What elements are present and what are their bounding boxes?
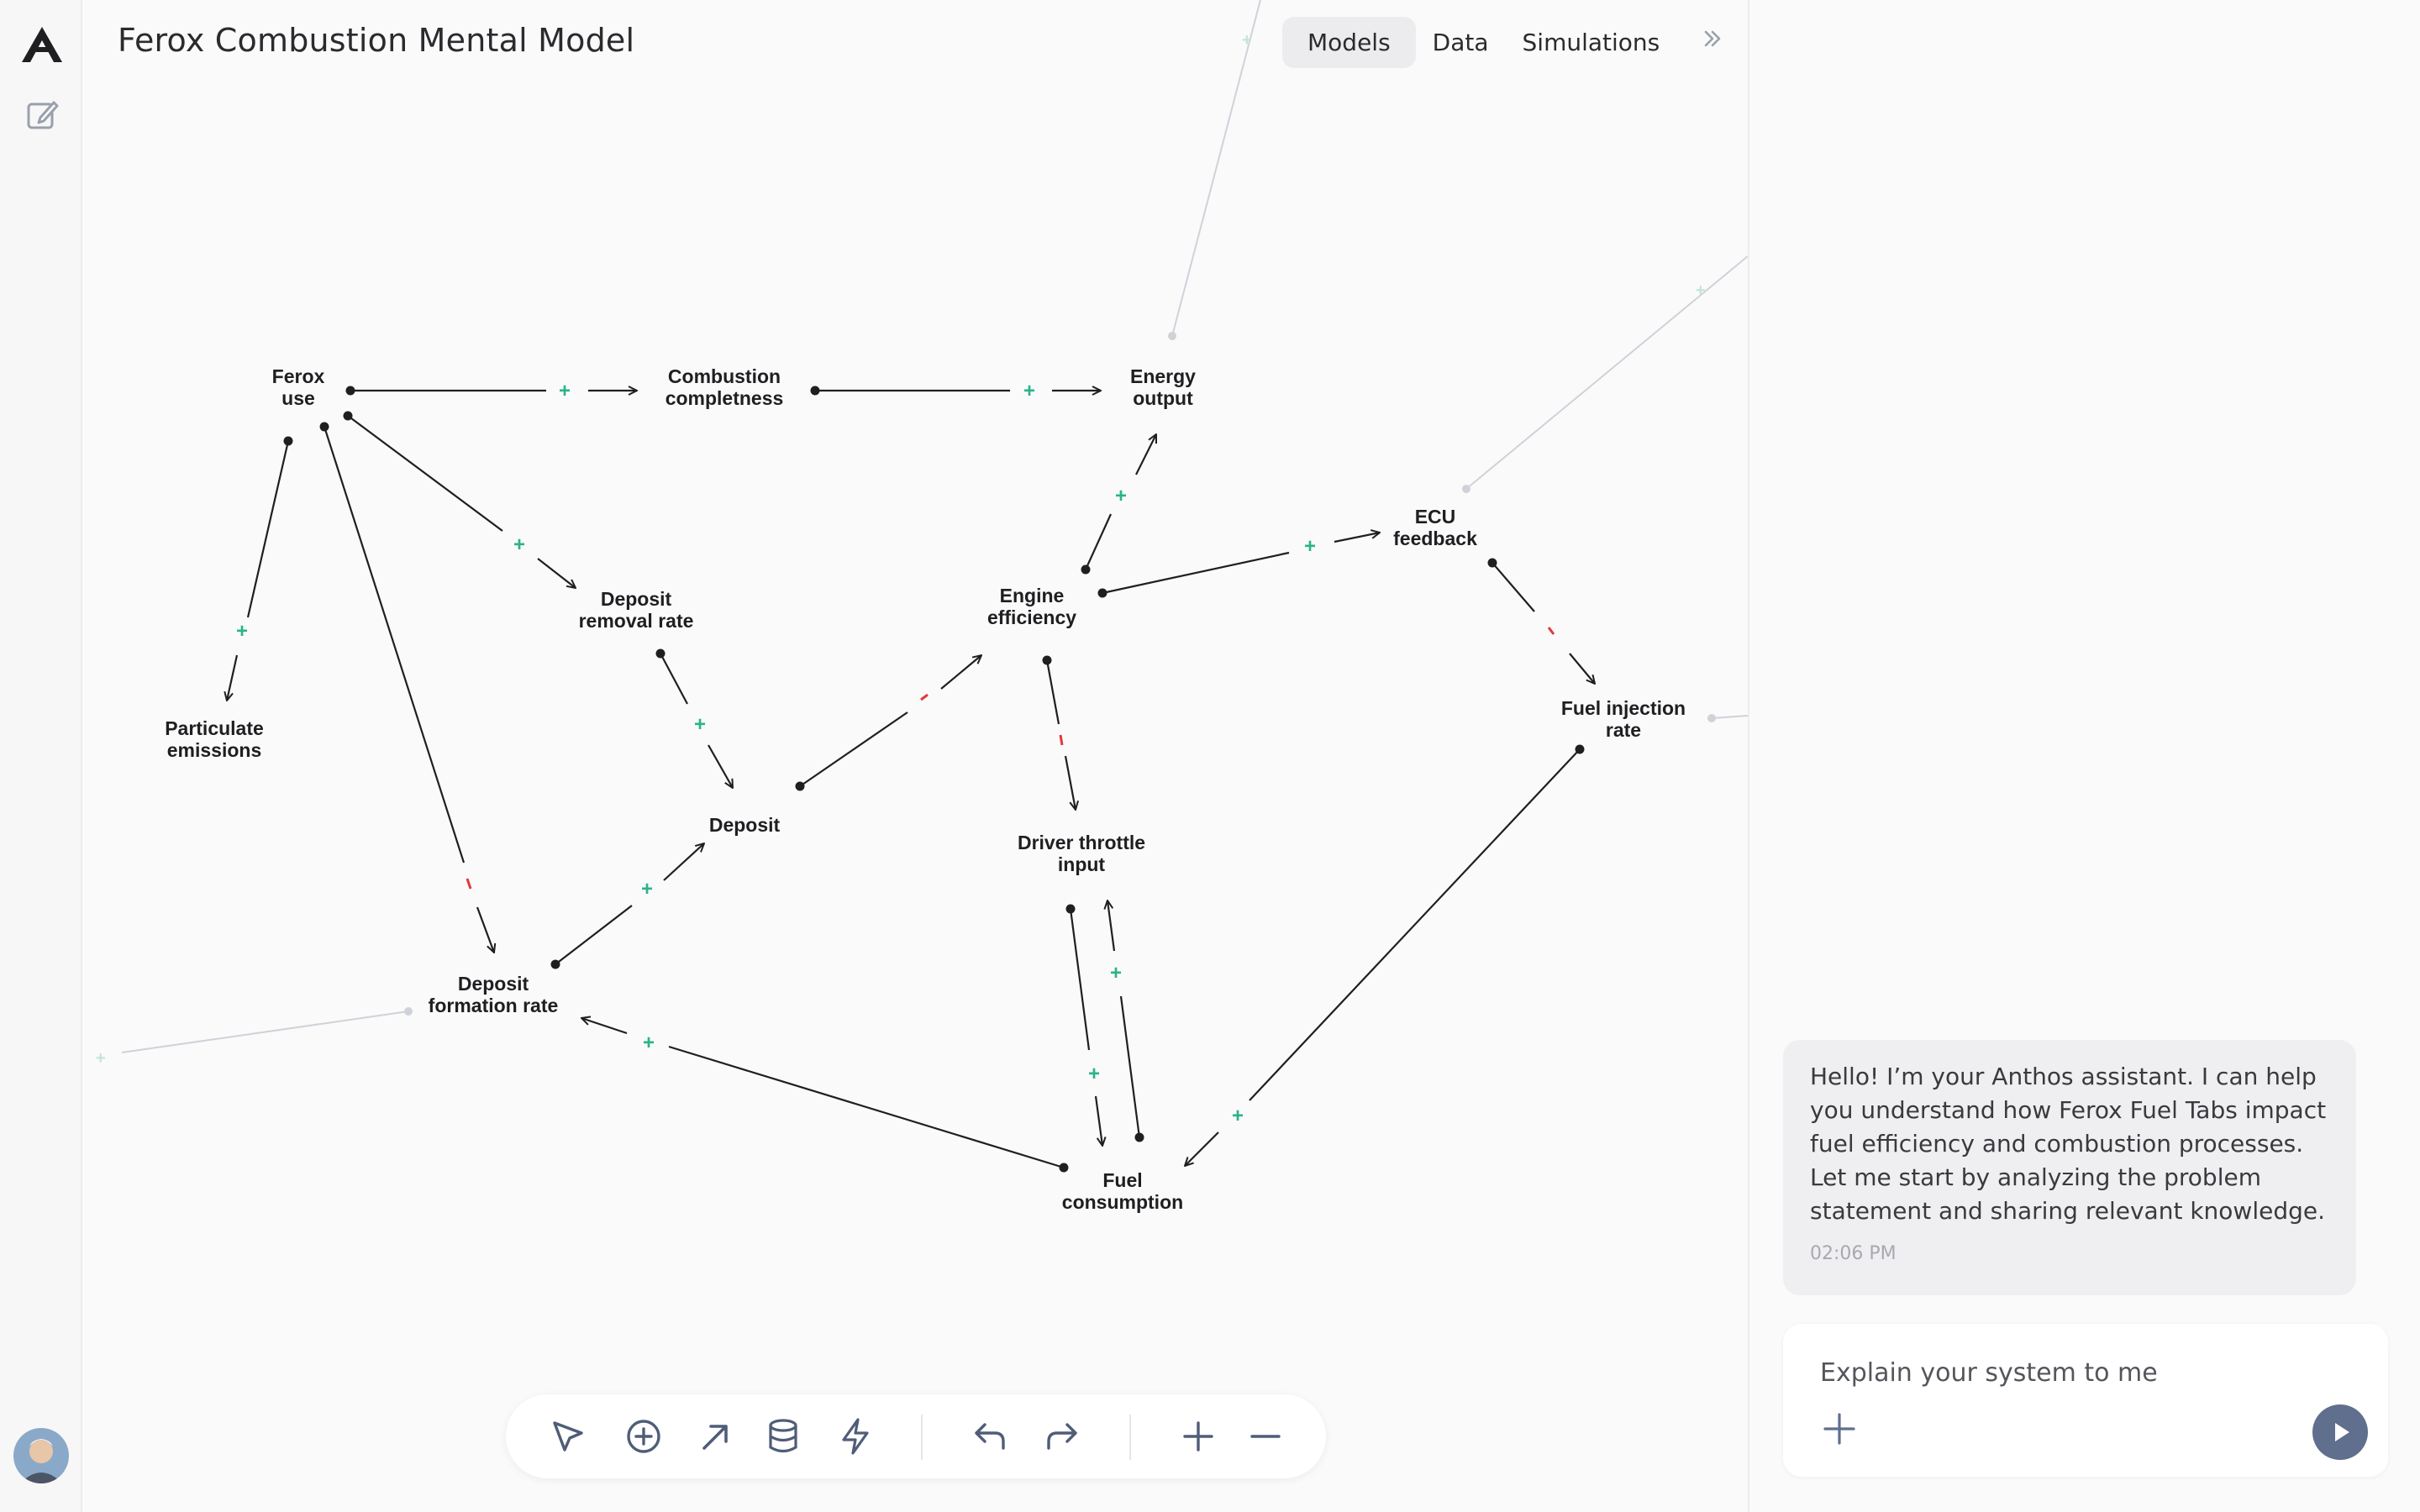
svg-text:+: + [1696,281,1706,300]
node-label-line: completness [666,387,784,409]
node-label-line: formation rate [429,995,559,1016]
chat-composer [1783,1324,2388,1477]
node-label-line: Engine [1000,585,1065,606]
node-label-line: removal rate [579,610,694,632]
redo-icon[interactable] [1042,1416,1082,1457]
svg-text:+: + [96,1049,106,1068]
select-icon[interactable] [548,1416,588,1457]
add-link-icon[interactable] [696,1416,736,1457]
link-endpoints [283,386,1585,1173]
chat-input[interactable] [1820,1354,2291,1391]
zoom-in-icon[interactable] [1178,1416,1218,1457]
faded-links [121,0,1748,1053]
zoom-out-icon[interactable] [1245,1416,1286,1457]
svg-text:+: + [236,620,248,643]
svg-text:+: + [1088,1063,1100,1085]
left-rail [0,0,82,1512]
node-label-line: Energy [1130,365,1196,387]
node-label-line: Fuel injection [1561,697,1686,719]
assistant-message-text: Hello! I’m your Anthos assistant. I can … [1810,1063,2327,1225]
node-label-line: Driver throttle [1018,832,1145,853]
faded-polarity-marks: + + + [96,31,1706,1068]
toolbar-divider [1129,1415,1131,1460]
toolbar-divider [921,1415,923,1460]
svg-text:+: + [1115,485,1127,507]
send-icon [2335,1423,2349,1441]
node-label-line: Deposit [601,588,672,610]
undo-icon[interactable] [970,1416,1010,1457]
assistant-message: Hello! I’m your Anthos assistant. I can … [1783,1040,2356,1295]
node-deposit[interactable]: Deposit [709,814,781,836]
svg-text:+: + [1110,962,1122,984]
svg-text:+: + [1232,1105,1244,1127]
node-label-line: Combustion [668,365,781,387]
anthos-logo-icon[interactable] [20,25,64,64]
causal-loop-diagram[interactable]: + + + [0,0,1748,1512]
node-label-line: Deposit [458,973,529,995]
canvas-toolbar [506,1394,1326,1478]
diagram-links[interactable] [227,391,1595,1169]
node-label-line: emissions [167,739,262,761]
tab-simulations[interactable]: Simulations [1522,28,1660,56]
edit-icon[interactable] [25,97,60,133]
svg-text:+: + [694,713,706,736]
node-label-line: consumption [1062,1191,1183,1213]
tab-data[interactable]: Data [1432,28,1489,56]
negative-polarity-marks [466,627,1555,890]
node-label-line: ECU [1415,506,1456,528]
svg-text:+: + [559,380,571,402]
tab-models[interactable]: Models [1282,16,1416,68]
database-icon[interactable] [763,1416,803,1457]
positive-polarity-marks: + + + + + + + + + + + + [236,380,1316,1127]
node-label-line: Ferox [272,365,325,387]
node-label-line: output [1133,387,1193,409]
svg-text:+: + [513,533,525,556]
add-node-icon[interactable] [623,1416,664,1457]
svg-text:+: + [1304,535,1316,558]
node-label-line: rate [1606,719,1641,741]
faded-link-endpoints [404,332,1716,1016]
model-title: Ferox Combustion Mental Model [118,22,635,59]
assistant-chat-panel: Hello! I’m your Anthos assistant. I can … [1748,0,2420,1512]
view-tabs: Models Data Simulations [1282,16,1676,68]
send-button[interactable] [2312,1404,2368,1460]
node-label-line: Fuel [1102,1169,1142,1191]
node-label-line: Particulate [165,717,264,739]
node-label-line: feedback [1393,528,1477,549]
message-timestamp: 02:06 PM [1810,1243,1897,1264]
node-label-line: Deposit [709,814,781,836]
node-label-line: use [281,387,315,409]
svg-text:+: + [1023,380,1035,402]
node-label-line: input [1058,853,1106,875]
plus-icon[interactable] [1820,1410,1859,1448]
model-canvas[interactable]: + + + [84,0,1748,1512]
lightning-icon[interactable] [835,1416,876,1457]
user-avatar[interactable] [13,1428,69,1483]
svg-text:+: + [643,1032,655,1054]
svg-text:+: + [1242,31,1252,50]
svg-text:+: + [641,878,653,900]
node-label-line: efficiency [987,606,1076,628]
chevrons-right-icon[interactable] [1701,27,1724,50]
